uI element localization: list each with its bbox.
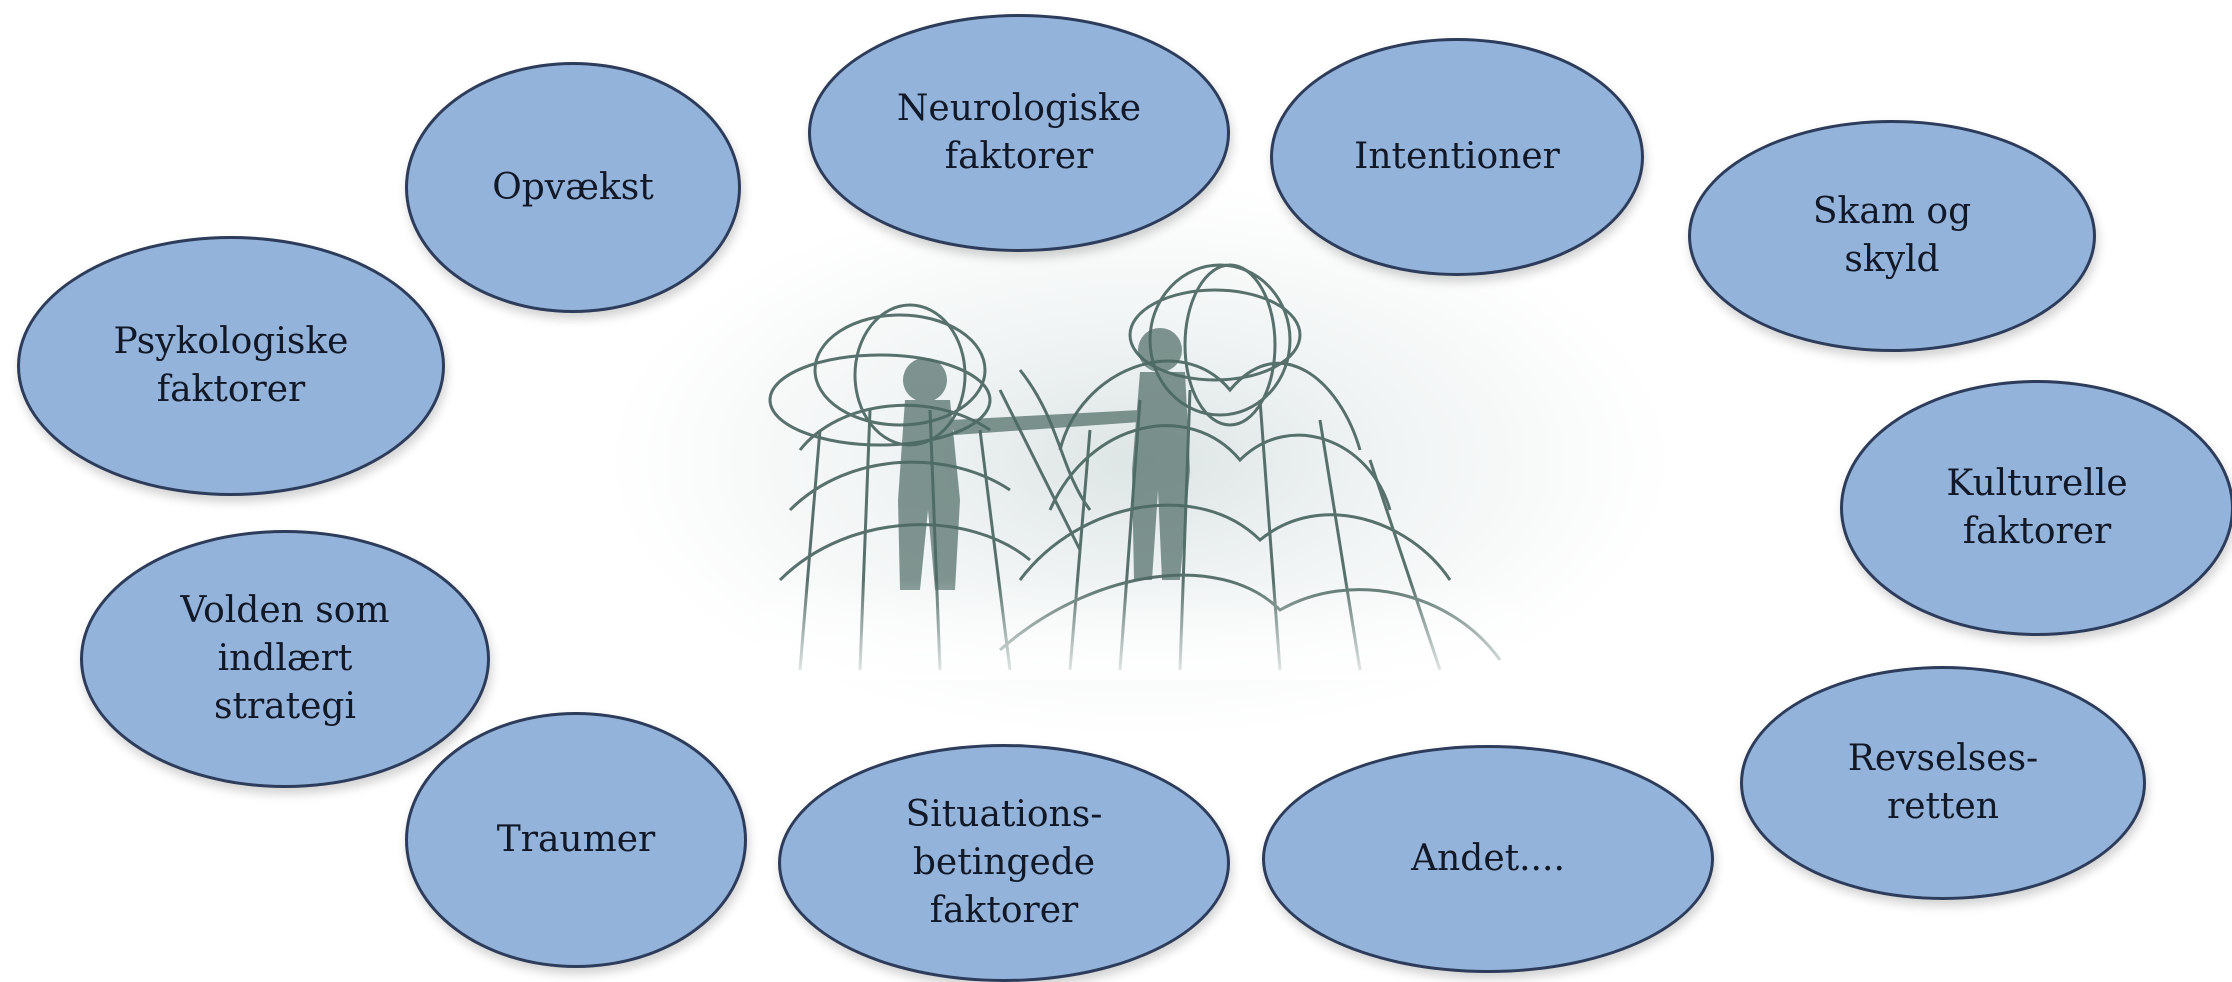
node-opvaekst: Opvækst: [405, 62, 741, 313]
node-label: Opvækst: [492, 166, 654, 208]
node-volden-som-indlaert-strategi: Volden som indlært strategi: [80, 530, 490, 788]
node-label: Andet....: [1411, 838, 1565, 879]
node-neurologiske-faktorer: Neurologiske faktorer: [808, 14, 1230, 252]
node-traumer: Traumer: [405, 712, 747, 968]
node-label: Intentioner: [1354, 136, 1560, 177]
node-label: Volden som indlært strategi: [180, 590, 390, 727]
node-situationsbetingede-faktorer: Situations- betingede faktorer: [778, 744, 1230, 982]
wire-sculpture-image: [760, 263, 1520, 680]
node-label: Traumer: [496, 819, 656, 860]
node-label: Kulturelle faktorer: [1946, 463, 2128, 552]
node-label: Psykologiske faktorer: [113, 321, 349, 410]
node-intentioner: Intentioner: [1270, 38, 1644, 276]
node-revselsesretten: Revselses- retten: [1740, 666, 2146, 900]
node-label: Situations- betingede faktorer: [905, 794, 1103, 931]
node-andet: Andet....: [1262, 745, 1714, 973]
node-label: Neurologiske faktorer: [896, 88, 1142, 177]
node-psykologiske-faktorer: Psykologiske faktorer: [17, 236, 445, 496]
node-kulturelle-faktorer: Kulturelle faktorer: [1840, 380, 2232, 636]
node-label: Revselses- retten: [1847, 738, 2039, 827]
node-skam-og-skyld: Skam og skyld: [1688, 120, 2096, 352]
node-label: Skam og skyld: [1812, 191, 1972, 280]
